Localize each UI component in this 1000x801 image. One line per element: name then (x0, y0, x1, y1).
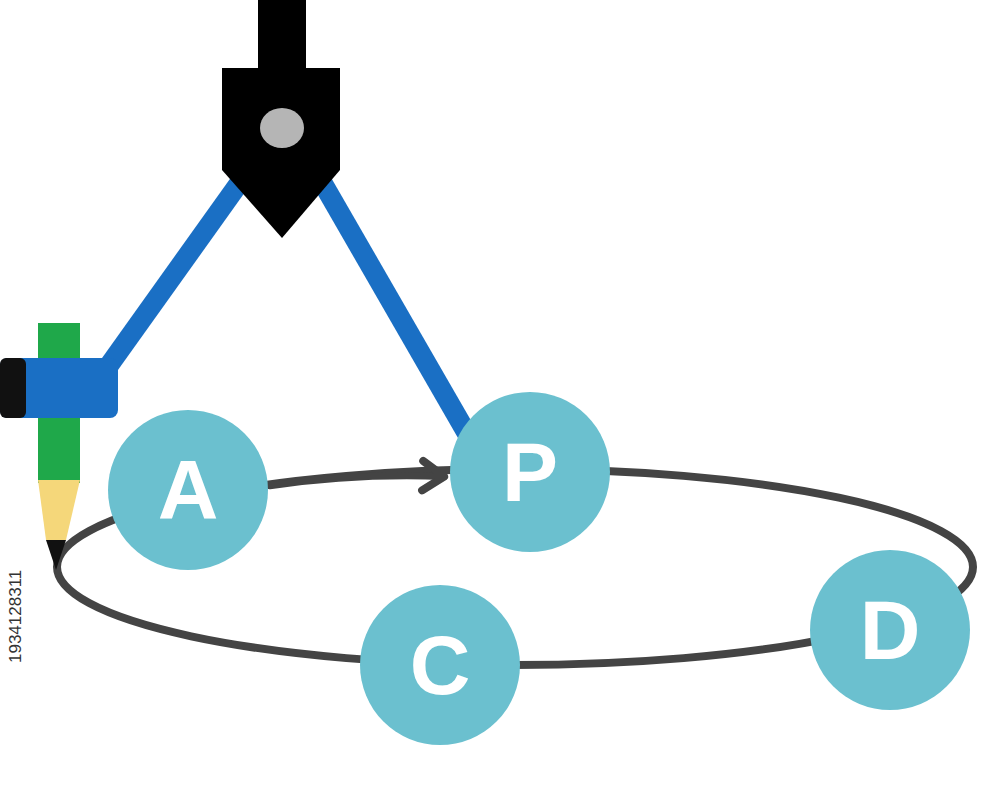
step-circle: C (360, 585, 520, 745)
step-letter: D (860, 588, 921, 672)
direction-arrow (270, 476, 444, 486)
compass-pivot (260, 108, 304, 148)
compass-handle (258, 0, 306, 72)
stock-id-watermark: 1934128311 (6, 570, 26, 663)
step-circle: A (108, 410, 268, 570)
pencil-clamp (0, 358, 118, 418)
compass-leg (318, 175, 488, 470)
pencil-wood (38, 480, 80, 540)
arrow-head (422, 461, 444, 490)
clamp-screw (0, 358, 26, 418)
step-letter: P (502, 430, 558, 514)
step-circle: P (450, 392, 610, 552)
step-letter: C (410, 623, 471, 707)
step-circle: D (810, 550, 970, 710)
compass-leg (95, 175, 245, 385)
pencil-lead (46, 540, 66, 570)
step-letter: A (158, 448, 219, 532)
compass-head (222, 68, 340, 238)
